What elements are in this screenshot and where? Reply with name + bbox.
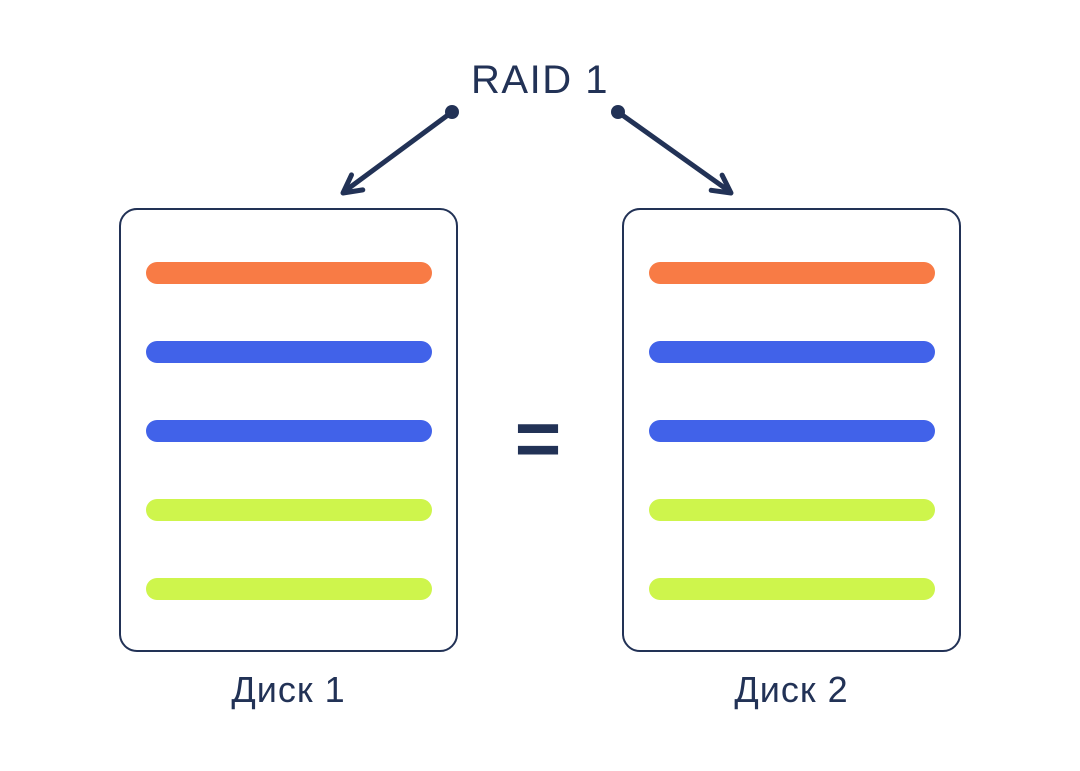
data-block-orange (648, 262, 935, 284)
equals-sign: = (514, 394, 562, 483)
data-block-blue (648, 341, 935, 363)
data-block-green (648, 499, 935, 521)
disk-1-panel (119, 208, 458, 652)
disk-2-panel (622, 208, 961, 652)
arrow-down-left-icon (340, 105, 459, 196)
data-block-green (145, 578, 432, 600)
data-block-blue (145, 420, 432, 442)
data-block-green (648, 578, 935, 600)
disk-2-label: Диск 2 (734, 669, 849, 710)
disk-1-label: Диск 1 (231, 669, 346, 710)
diagram-title: RAID 1 (471, 58, 609, 102)
data-block-green (145, 499, 432, 521)
arrow-down-right-icon (611, 105, 734, 196)
data-block-blue (648, 420, 935, 442)
data-block-blue (145, 341, 432, 363)
data-block-orange (145, 262, 432, 284)
